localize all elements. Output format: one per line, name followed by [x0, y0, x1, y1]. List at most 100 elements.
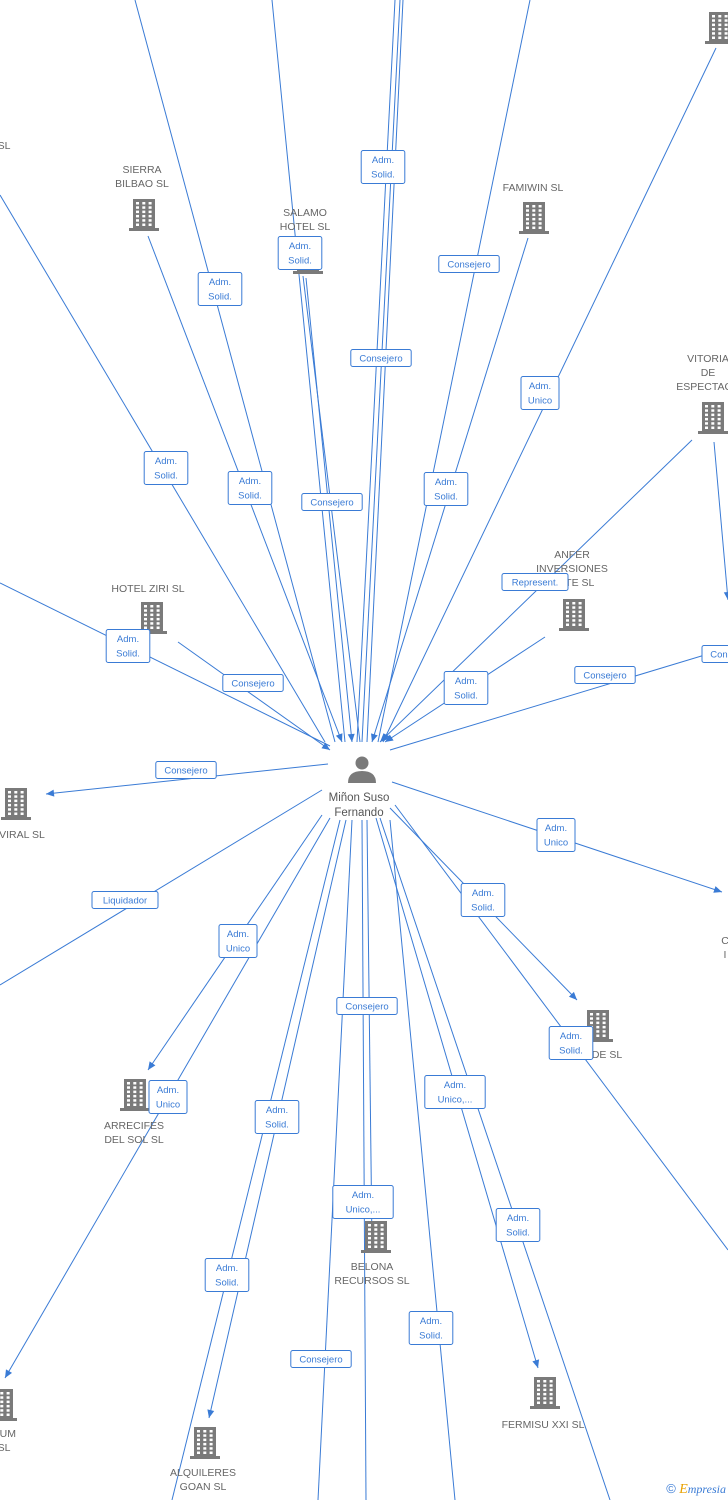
edge-label-l18[interactable]: Adm.Unico [536, 818, 576, 852]
edge-label-line: Solid. [371, 170, 395, 181]
company-name-de-line: DE SL [592, 1049, 623, 1061]
edge-label-l15[interactable]: Adm.Solid. [443, 671, 489, 705]
edge-label-box [360, 150, 406, 184]
edge-label-l21[interactable]: Adm.Solid. [460, 883, 506, 917]
building-icon-alquileres[interactable] [190, 1427, 220, 1459]
edge-label-l23[interactable]: Adm.Solid. [548, 1026, 594, 1060]
building-icon-fermisu-window [549, 1397, 553, 1400]
edge-label-text: Consejero [583, 671, 626, 682]
edge-label-line: Consejero [359, 354, 402, 365]
edge-label-l11[interactable]: Represent. [501, 573, 569, 591]
edge-label-text: Consejero [164, 766, 207, 777]
edge-label-line: Adm. [372, 155, 394, 166]
building-icon-famiwin-window [526, 222, 529, 225]
building-icon-fermisu-window [549, 1384, 553, 1387]
edge-label-text: Adm.Solid. [434, 477, 458, 503]
building-icon-anfer-window [566, 602, 569, 605]
building-icon-arrecifes[interactable] [120, 1079, 150, 1111]
edge-label-l17[interactable]: Consejero [155, 761, 217, 779]
building-icon-vitoria-window [711, 405, 715, 408]
building-icon-de-window [590, 1013, 593, 1016]
edge-label-l19[interactable]: Liquidador [91, 891, 159, 909]
edge-label-l8[interactable]: Adm.Solid. [227, 471, 273, 505]
person-icon-head [355, 756, 369, 770]
edge-label-l10[interactable]: Adm.Solid. [423, 472, 469, 506]
building-icon-anfer-window [578, 619, 582, 622]
edge-label-l30[interactable]: Adm.Solid. [408, 1311, 454, 1345]
connector-line-15 [177, 641, 331, 751]
building-icon-fermisu-window [537, 1401, 540, 1404]
edge-label-l2[interactable]: Adm.Solid. [277, 236, 323, 270]
edge-label-l28[interactable]: Adm.Solid. [495, 1208, 541, 1242]
edge-label-l24[interactable]: Adm.Unico [148, 1080, 188, 1114]
edge-label-l6[interactable]: Adm.Unico [520, 376, 560, 410]
building-icon-anfer-window [578, 606, 582, 609]
building-icon-sierra[interactable] [129, 199, 159, 231]
edge-label-line: Unico [528, 396, 552, 407]
edge-label-l22[interactable]: Consejero [336, 997, 398, 1015]
edge-label-text: Adm.Solid. [154, 456, 178, 482]
edge-label-l16[interactable]: Consejero [574, 666, 636, 684]
edge-label-l29[interactable]: Adm.Solid. [204, 1258, 250, 1292]
building-icon-hotelziri-window [144, 609, 147, 612]
building-icon-viral-base [1, 817, 31, 820]
edge-label-box [495, 1208, 541, 1242]
arrowhead-21 [148, 1061, 156, 1070]
building-icon-viral[interactable] [1, 788, 31, 820]
connector-line-20 [0, 789, 323, 986]
edge-label-l7[interactable]: Adm.Solid. [143, 451, 189, 485]
building-icon-fermisu-window [549, 1388, 553, 1392]
building-icon-viral-window [20, 795, 24, 798]
edge-label-line: Adm. [420, 1316, 442, 1327]
edge-label-l20[interactable]: Adm.Unico [218, 924, 258, 958]
edge-label-l26[interactable]: Adm.Unico,... [424, 1075, 486, 1109]
edge-label-box [227, 471, 273, 505]
edge-label-line: Unico [544, 838, 568, 849]
edge-label-l1[interactable]: Adm. Solid. [360, 150, 406, 184]
building-icon-num-window [6, 1404, 10, 1408]
building-icon-alquileres-window [197, 1442, 200, 1446]
edge-label-line: Adm. [455, 676, 477, 687]
edge-label-l31[interactable]: Consejero [290, 1350, 352, 1368]
company-name-alquileres-line: ALQUILERES [170, 1467, 236, 1479]
building-icon-sierra-window [136, 223, 139, 226]
building-icon-alquileres-base [190, 1456, 220, 1459]
building-icon-hotelziri[interactable] [137, 602, 167, 634]
building-icon-top-right[interactable] [705, 12, 728, 44]
edge-label-box [277, 236, 323, 270]
edge-label-text: Consejero [447, 260, 490, 271]
building-icon-top-right-window [718, 27, 722, 31]
edge-label-text: Adm.Unico [544, 823, 568, 849]
building-icon-belona[interactable] [361, 1221, 391, 1253]
building-icon-num[interactable] [0, 1389, 17, 1421]
edge-label-l27[interactable]: Adm.Unico,... [332, 1185, 394, 1219]
building-icon-alquileres-window [197, 1447, 200, 1450]
edge-label-text: Adm.Solid. [419, 1316, 443, 1342]
edge-label-l3[interactable]: Adm.Solid. [197, 272, 243, 306]
building-icon-famiwin[interactable] [519, 202, 549, 234]
building-icon-num-window [0, 1392, 4, 1395]
edge-label-l25[interactable]: Adm.Solid. [254, 1100, 300, 1134]
building-icon-de-window [596, 1034, 600, 1037]
person-icon[interactable] [348, 756, 376, 784]
building-icon-sierra-window [148, 206, 152, 209]
edge-label-l5[interactable]: Consejero [350, 349, 412, 367]
edge-label-line: Solid. [559, 1046, 583, 1057]
company-name-num-line: NUM [0, 1428, 16, 1440]
building-icon-viral-window [8, 812, 11, 815]
building-icon-viral-window [14, 795, 18, 798]
building-icon-num-window [6, 1409, 10, 1412]
building-icon-anfer[interactable] [559, 599, 589, 631]
building-icon-fermisu[interactable] [530, 1377, 560, 1409]
building-icon-vitoria[interactable] [698, 402, 728, 434]
brand-footer[interactable]: © Empresia [666, 1481, 726, 1498]
edge-label-l4[interactable]: Consejero [438, 255, 500, 273]
edge-label-l9[interactable]: Consejero [301, 493, 363, 511]
edge-label-line: Solid. [116, 649, 140, 660]
building-icon-de-window [596, 1013, 600, 1016]
edge-label-l13[interactable]: Consejero [222, 674, 284, 692]
building-icon-arrecifes-base [120, 1108, 150, 1111]
edge-label-l14[interactable]: Con [701, 645, 728, 663]
building-icon-fermisu-window [537, 1380, 540, 1383]
edge-label-l12[interactable]: Adm.Solid. [105, 629, 151, 663]
